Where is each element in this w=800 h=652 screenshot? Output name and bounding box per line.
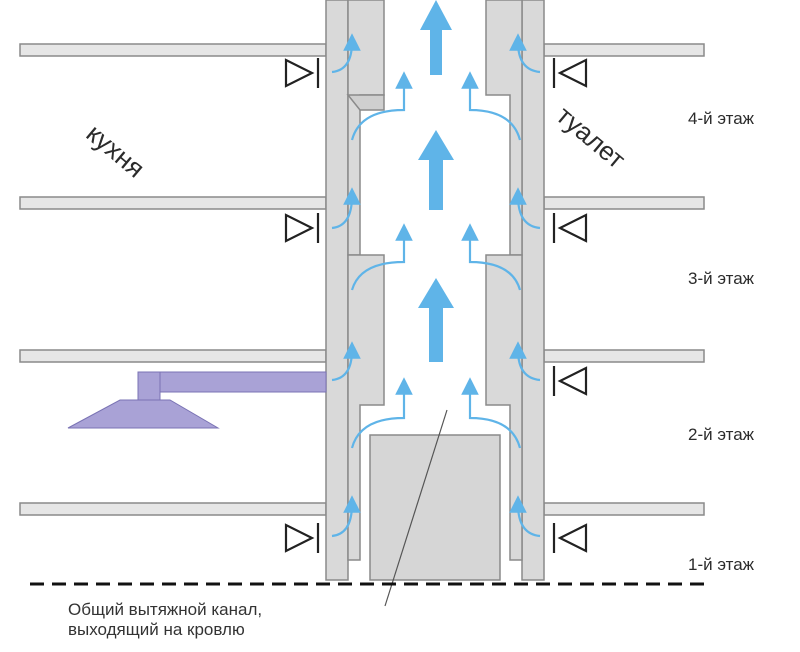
valve-icon	[552, 58, 588, 88]
valves-left	[284, 58, 320, 553]
floor-slabs-left	[19, 43, 327, 516]
shaft-caption-line1: Общий вытяжной канал,	[68, 600, 263, 619]
air-flow-small-arrows	[331, 33, 541, 538]
valve-icon	[284, 58, 320, 88]
valve-icon	[552, 213, 588, 243]
valves-right	[552, 58, 588, 553]
floor-label-1: 1-й этаж	[688, 555, 755, 574]
valve-icon	[552, 523, 588, 553]
valve-icon	[284, 523, 320, 553]
valve-icon	[284, 213, 320, 243]
floor-label-4: 4-й этаж	[688, 109, 755, 128]
shaft-caption: Общий вытяжной канал, выходящий на кровл…	[68, 600, 262, 640]
air-arrow-icon	[420, 0, 452, 75]
caption-leader-line	[384, 409, 448, 607]
floor-slabs-right	[543, 43, 705, 516]
air-arrow-icon	[418, 130, 454, 210]
floor-label-2: 2-й этаж	[688, 425, 755, 444]
air-flow-main-arrows	[418, 0, 454, 362]
range-hood-icon	[67, 371, 327, 429]
air-arrow-icon	[418, 278, 454, 362]
shaft-caption-line2: выходящий на кровлю	[68, 620, 245, 639]
floor-label-3: 3-й этаж	[688, 269, 755, 288]
valve-icon	[552, 366, 588, 396]
